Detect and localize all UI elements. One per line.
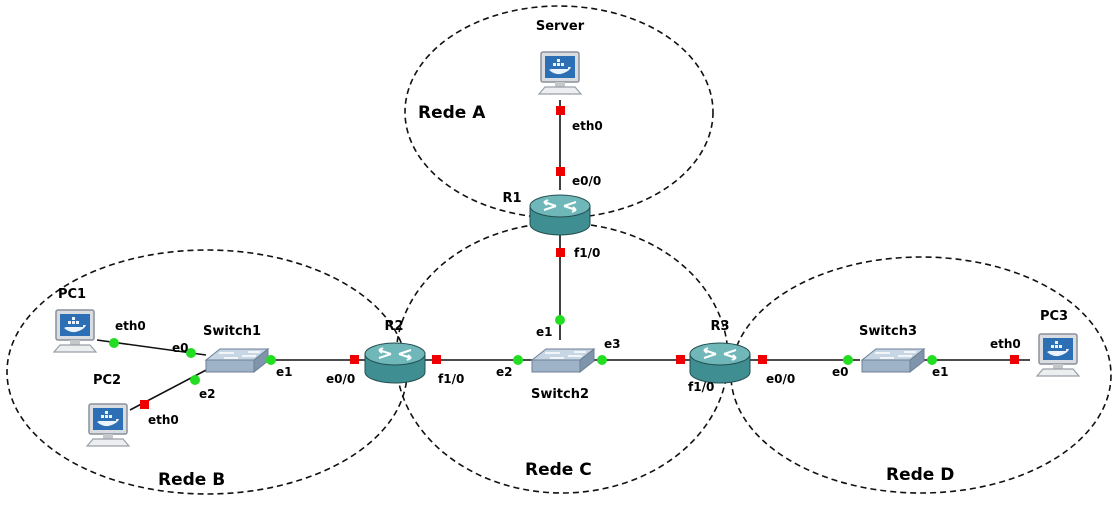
port-label-switch2-e1: e1: [536, 325, 553, 339]
port-label-switch1-e0: e0: [172, 341, 189, 355]
port-labels: eth0 e0/0 f1/0 e1 eth0 e0 eth0 e2 e1 e0/…: [115, 119, 1021, 427]
device-label-pc1: PC1: [58, 287, 86, 302]
port-label-switch3-e1: e1: [932, 365, 949, 379]
switch2-node[interactable]: Switch2: [531, 348, 595, 402]
network-label-rede-b: Rede B: [158, 470, 225, 490]
port-status-switch2-e3: [597, 355, 607, 365]
port-label-switch1-e2: e2: [199, 387, 216, 401]
switch-icon: [205, 348, 269, 373]
router-icon: [689, 342, 751, 384]
port-label-r1-e0-0: e0/0: [572, 174, 601, 188]
port-label-server-eth0: eth0: [572, 119, 603, 133]
port-status-r3-f1-0: [676, 355, 685, 364]
port-status-r1-f1-0: [556, 248, 565, 257]
port-label-switch2-e2: e2: [496, 365, 513, 379]
port-status-switch2-e2: [513, 355, 523, 365]
port-status-server-eth0: [556, 106, 565, 115]
router-icon: [529, 194, 591, 236]
switch1-node[interactable]: Switch1: [203, 324, 269, 373]
router-icon: [364, 342, 426, 384]
port-status-pc1-eth0: [109, 338, 119, 348]
r3-node[interactable]: R3: [689, 319, 751, 384]
port-markers: [109, 106, 1019, 409]
device-label-switch3: Switch3: [859, 324, 917, 339]
server-node[interactable]: Server: [536, 19, 585, 95]
port-label-r1-f1-0: f1/0: [574, 246, 600, 260]
port-label-r2-f1-0: f1/0: [438, 372, 464, 386]
pc2-node[interactable]: PC2: [86, 373, 130, 447]
device-label-pc2: PC2: [93, 373, 121, 388]
network-label-rede-d: Rede D: [886, 465, 954, 485]
docker-host-icon: [53, 309, 97, 353]
port-label-r2-e0-0: e0/0: [326, 372, 355, 386]
device-label-switch1: Switch1: [203, 324, 261, 339]
port-label-switch2-e3: e3: [604, 337, 621, 351]
port-label-pc1-eth0: eth0: [115, 319, 146, 333]
device-label-switch2: Switch2: [531, 387, 589, 402]
pc3-node[interactable]: PC3: [1036, 309, 1080, 377]
port-label-pc3-eth0: eth0: [990, 337, 1021, 351]
switch3-node[interactable]: Switch3: [859, 324, 925, 373]
port-status-switch3-e0: [843, 355, 853, 365]
docker-host-icon: [538, 51, 582, 95]
port-status-switch1-e2: [190, 375, 200, 385]
port-status-switch1-e1: [266, 355, 276, 365]
pc1-node[interactable]: PC1: [53, 287, 97, 353]
port-status-r2-f1-0: [432, 355, 441, 364]
port-status-r2-e0-0: [350, 355, 359, 364]
r1-node[interactable]: R1: [502, 191, 591, 236]
port-status-switch3-e1: [927, 355, 937, 365]
device-label-pc3: PC3: [1040, 309, 1068, 324]
port-label-r3-f1-0: f1/0: [688, 380, 714, 394]
port-status-pc2-eth0: [140, 400, 149, 409]
port-label-pc2-eth0: eth0: [148, 413, 179, 427]
port-status-pc3-eth0: [1010, 355, 1019, 364]
device-label-r2: R2: [384, 319, 403, 334]
device-label-server: Server: [536, 19, 585, 34]
device-label-r3: R3: [710, 319, 729, 334]
network-label-rede-c: Rede C: [525, 460, 592, 480]
docker-host-icon: [86, 403, 130, 447]
docker-host-icon: [1036, 333, 1080, 377]
switch-icon: [531, 348, 595, 373]
device-label-r1: R1: [502, 191, 521, 206]
port-label-r3-e0-0: e0/0: [766, 372, 795, 386]
port-label-switch3-e0: e0: [832, 365, 849, 379]
switch-icon: [861, 348, 925, 373]
r2-node[interactable]: R2: [364, 319, 426, 384]
port-label-switch1-e1: e1: [276, 365, 293, 379]
port-status-r3-e0-0: [758, 355, 767, 364]
port-status-switch1-e0: [186, 348, 196, 358]
port-status-r1-e0-0: [556, 167, 565, 176]
network-label-rede-a: Rede A: [418, 103, 486, 123]
port-status-switch2-e1: [555, 315, 565, 325]
